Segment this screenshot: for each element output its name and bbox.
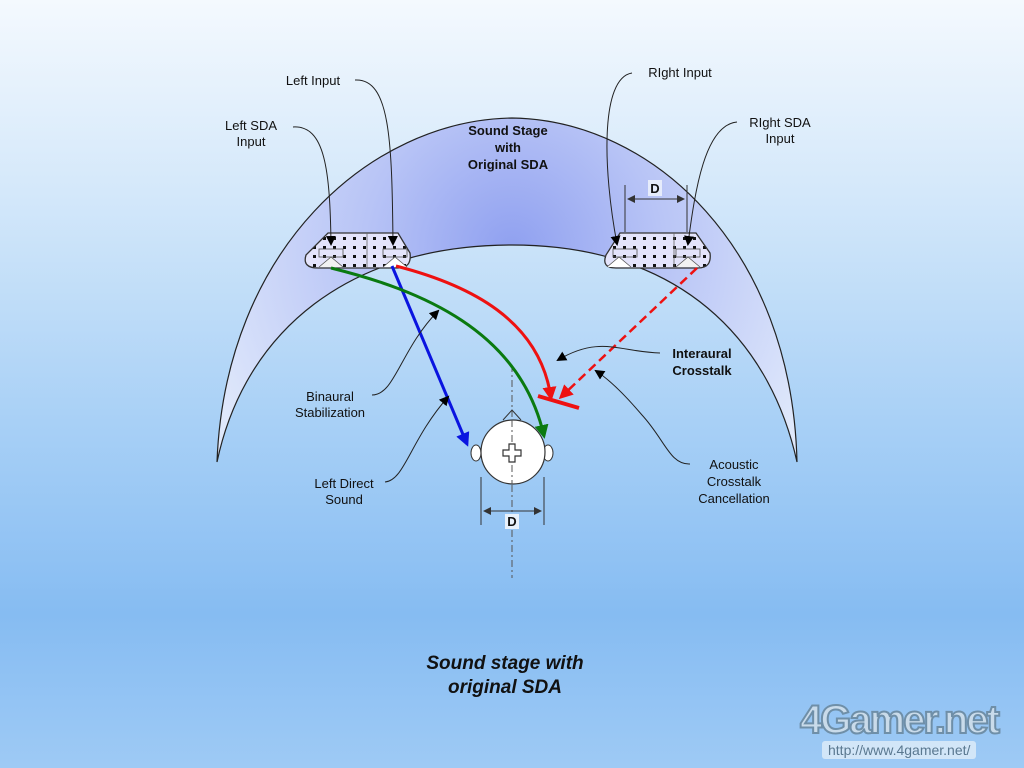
watermark-logo: 4Gamer.net bbox=[799, 697, 1001, 743]
listener-head bbox=[470, 365, 554, 578]
label-right-sda-input-1: RIght SDA bbox=[749, 115, 811, 130]
right-speaker bbox=[604, 232, 711, 269]
label-left-sda-input-2: Input bbox=[237, 134, 266, 149]
label-sound-stage-1: Sound Stage bbox=[468, 123, 547, 138]
left-input-leader bbox=[354, 79, 398, 246]
label-left-direct-1: Left Direct bbox=[314, 476, 374, 491]
label-interaural-2: Crosstalk bbox=[672, 363, 732, 378]
caption-line-1: Sound stage with bbox=[426, 653, 584, 674]
label-left-sda-input-1: Left SDA bbox=[225, 118, 277, 133]
watermark: 4Gamer.net http://www.4gamer.net/ bbox=[799, 697, 1020, 760]
interaural-leader bbox=[556, 345, 661, 362]
label-binaural-1: Binaural bbox=[306, 389, 354, 404]
left-direct-sound-arrow bbox=[390, 265, 470, 447]
label-left-direct-2: Sound bbox=[325, 492, 363, 507]
right-sda-leader bbox=[684, 121, 738, 246]
label-right-input: RIght Input bbox=[648, 65, 712, 80]
binaural-stabilization-arrow bbox=[330, 266, 549, 439]
left-sda-leader bbox=[292, 126, 336, 246]
head-dimension: D bbox=[480, 477, 545, 529]
nose-cross-icon bbox=[502, 443, 522, 463]
binaural-leader bbox=[371, 309, 440, 396]
dimension-label-top: D bbox=[650, 181, 659, 196]
left-direct-leader bbox=[384, 395, 450, 483]
dimension-label-head: D bbox=[507, 514, 516, 529]
acoustic-cancellation-dashed-arrow bbox=[558, 267, 698, 400]
label-sound-stage-3: Original SDA bbox=[468, 157, 549, 172]
crosstalk-barrier bbox=[537, 394, 580, 410]
diagram-caption: Sound stage with original SDA bbox=[360, 652, 650, 700]
acoustic-leader bbox=[594, 369, 691, 465]
label-sound-stage-2: with bbox=[494, 140, 521, 155]
label-acoustic-3: Cancellation bbox=[698, 491, 770, 506]
label-acoustic-2: Crosstalk bbox=[707, 474, 762, 489]
interaural-crosstalk-arrow bbox=[395, 264, 557, 401]
watermark-url: http://www.4gamer.net/ bbox=[822, 741, 977, 759]
label-interaural-1: Interaural bbox=[672, 346, 731, 361]
label-left-input: Left Input bbox=[286, 73, 341, 88]
label-binaural-2: Stabilization bbox=[295, 405, 365, 420]
label-right-sda-input-2: Input bbox=[766, 131, 795, 146]
label-acoustic-1: Acoustic bbox=[709, 457, 759, 472]
right-input-leader bbox=[606, 72, 633, 246]
top-dimension: D bbox=[624, 180, 688, 232]
caption-line-2: original SDA bbox=[447, 677, 562, 698]
